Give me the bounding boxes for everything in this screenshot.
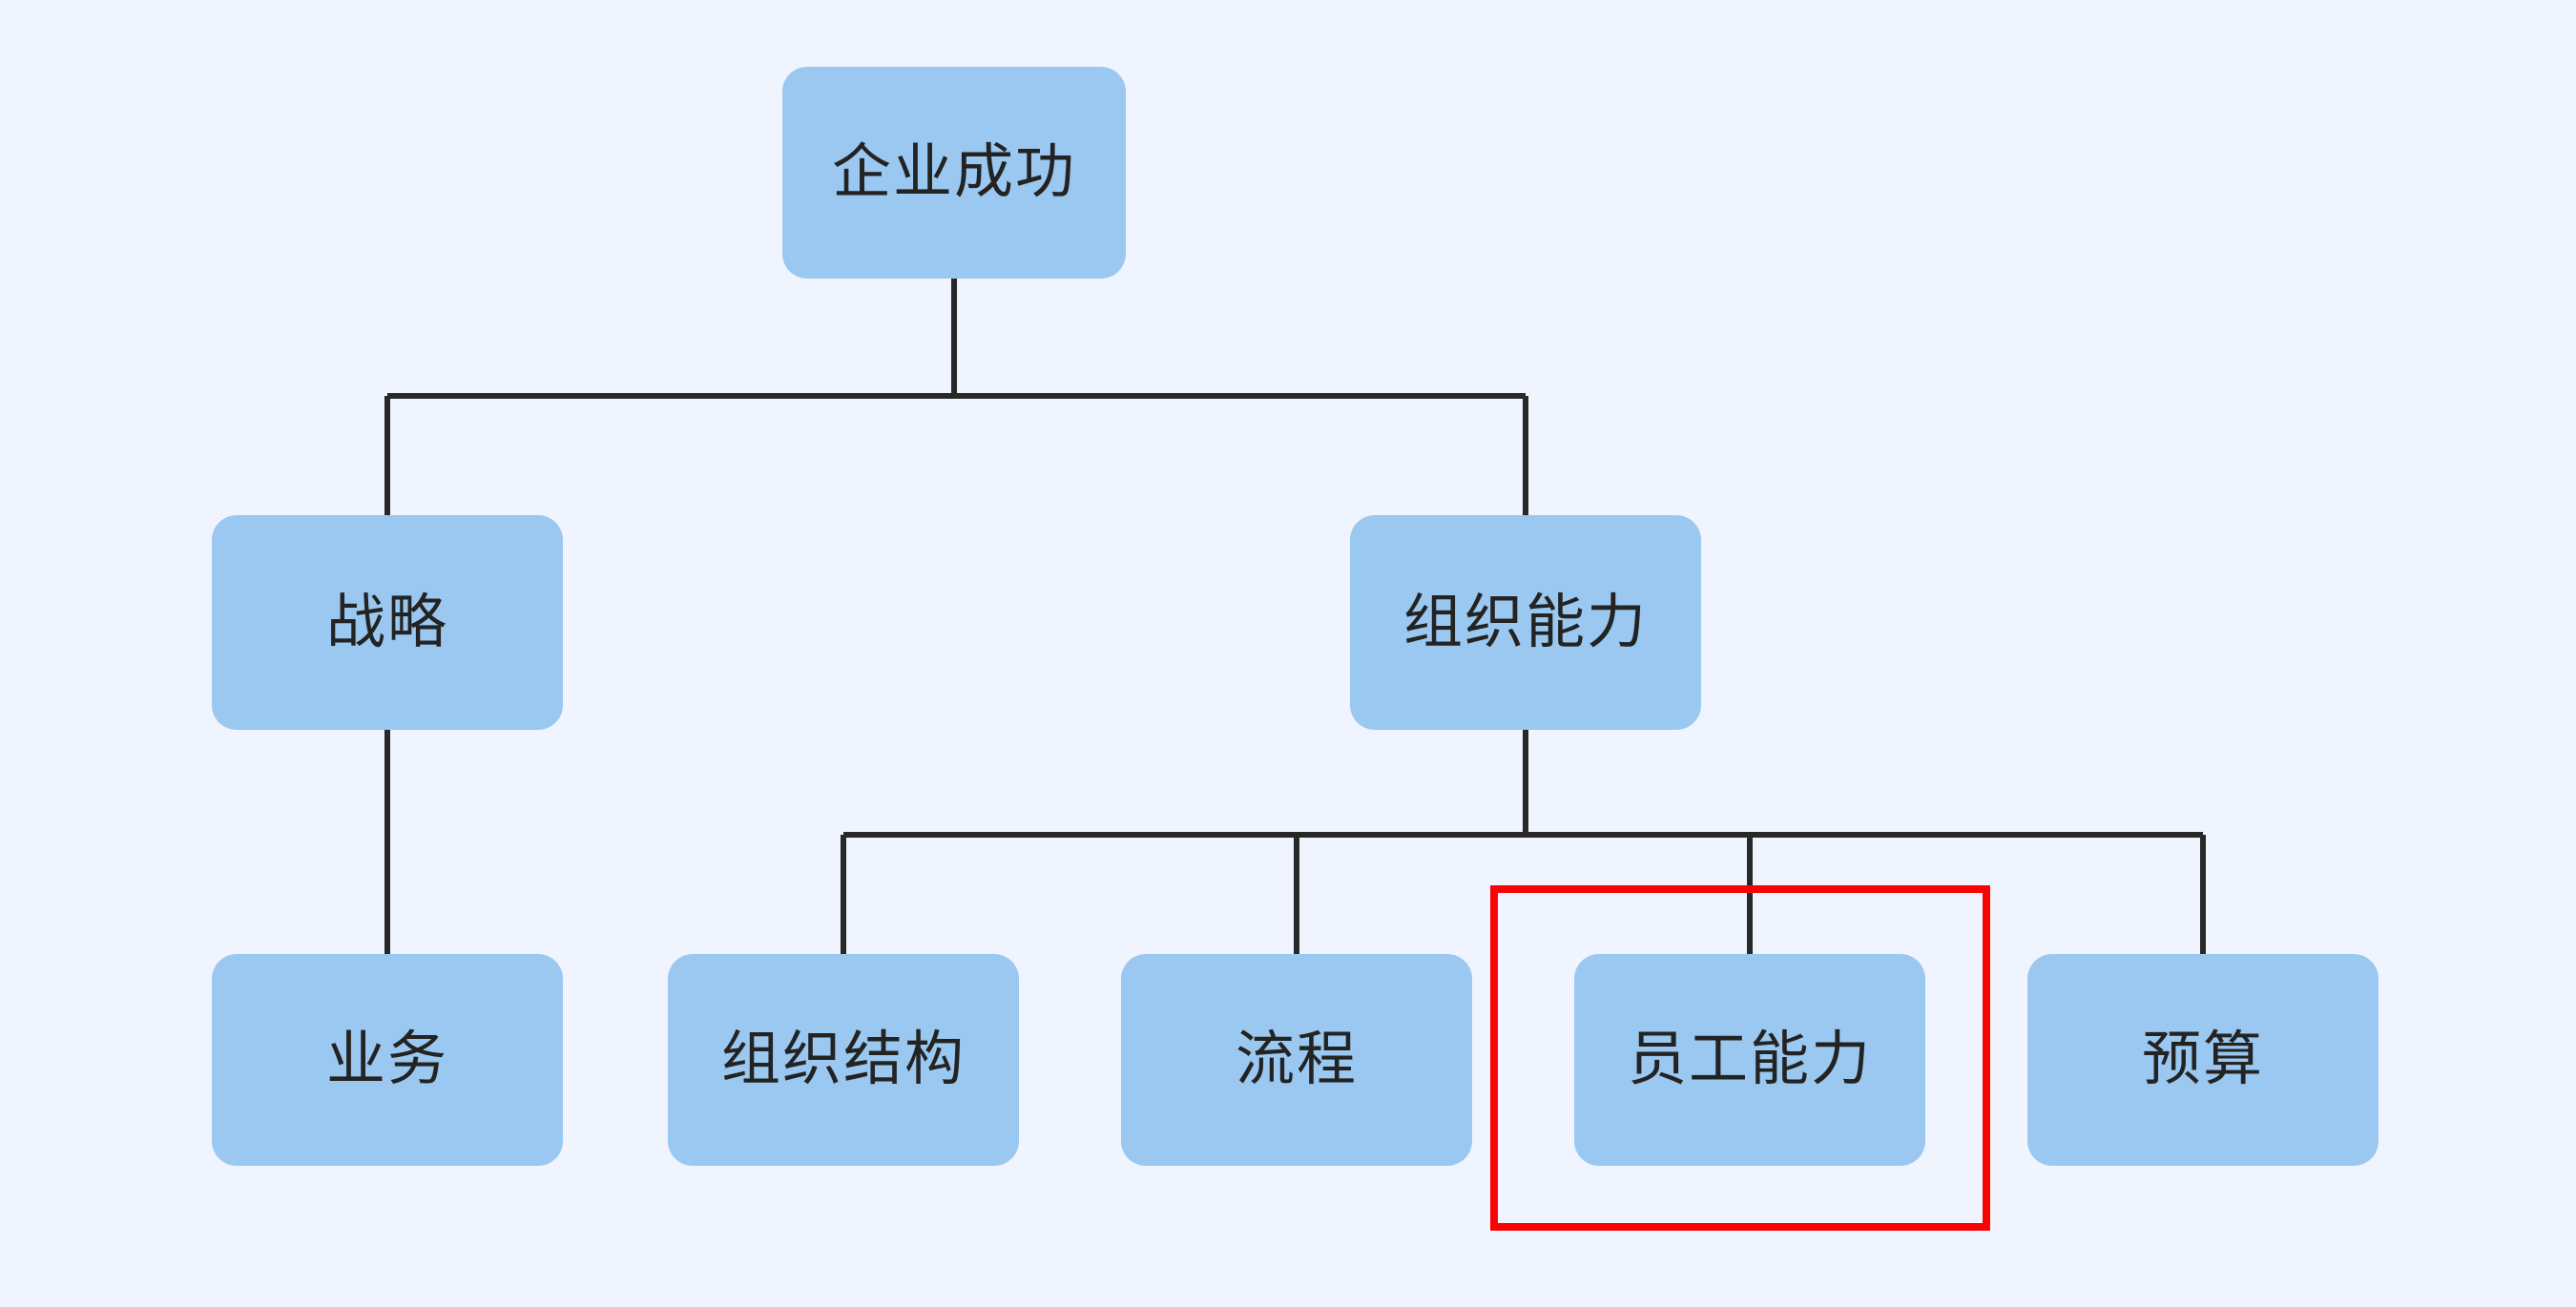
node-strategy[interactable]: 战略 xyxy=(212,515,563,730)
node-label: 预算 xyxy=(2141,1027,2264,1092)
connector-lines xyxy=(384,279,2206,954)
node-process[interactable]: 流程 xyxy=(1121,954,1472,1166)
node-label: 组织能力 xyxy=(1402,589,1648,655)
node-root[interactable]: 企业成功 xyxy=(782,67,1126,279)
node-label: 战略 xyxy=(325,589,448,655)
node-label: 企业成功 xyxy=(831,139,1076,205)
node-organizational-capability[interactable]: 组织能力 xyxy=(1350,515,1701,730)
node-organizational-structure[interactable]: 组织结构 xyxy=(668,954,1019,1166)
node-label: 业务 xyxy=(325,1027,448,1092)
node-label: 流程 xyxy=(1235,1027,1358,1092)
node-budget[interactable]: 预算 xyxy=(2027,954,2379,1166)
node-label: 组织结构 xyxy=(720,1027,966,1092)
node-business[interactable]: 业务 xyxy=(212,954,563,1166)
node-staff-capability[interactable]: 员工能力 xyxy=(1574,954,1925,1166)
node-label: 员工能力 xyxy=(1627,1027,1872,1092)
